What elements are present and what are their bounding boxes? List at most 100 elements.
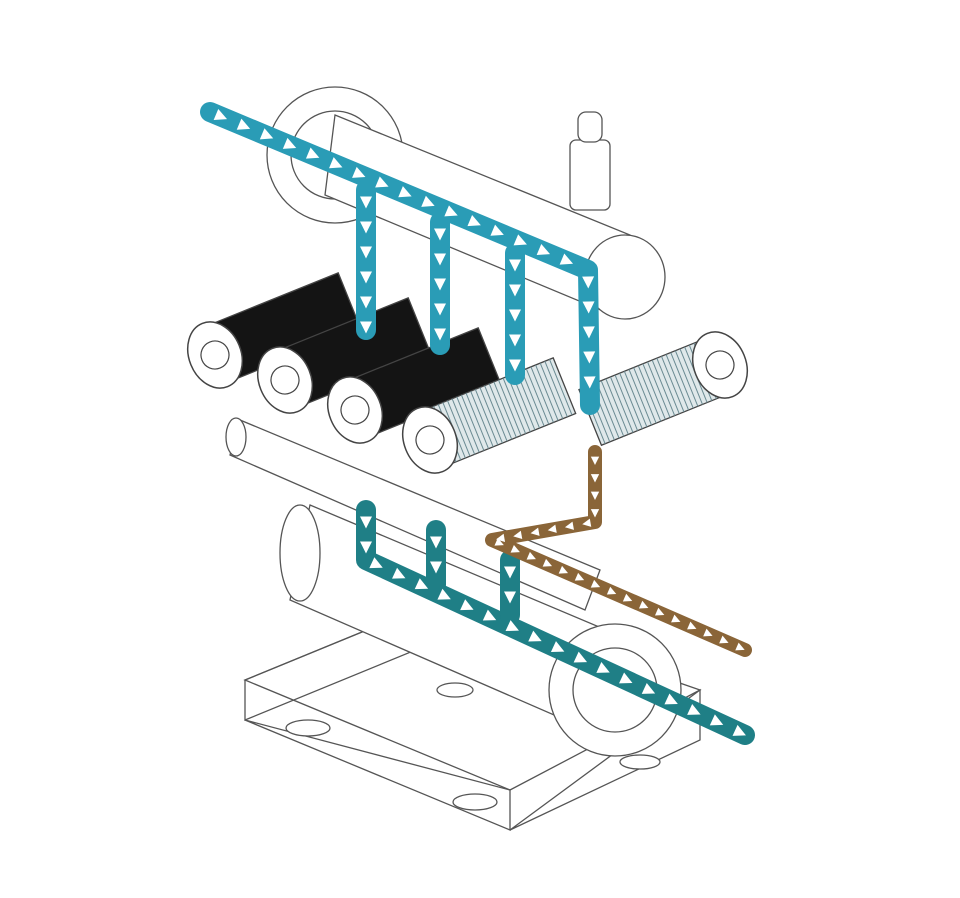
- outlet-flow: [356, 500, 755, 745]
- flow-arrow-icon: [360, 321, 372, 334]
- flow-arrow-icon: [547, 524, 557, 533]
- flow-arrow-icon: [369, 557, 383, 569]
- flow-arrow-icon: [504, 591, 516, 604]
- flow-arrow-icon: [236, 118, 251, 130]
- flow-arrow-icon: [434, 303, 446, 316]
- flow-arrow-icon: [703, 628, 713, 637]
- flow-arrow-icon: [434, 328, 446, 341]
- flow-arrow-icon: [282, 137, 297, 149]
- filter-cap-hub: [340, 395, 370, 425]
- flow-arrow-icon: [671, 614, 681, 623]
- inlet-flow: [200, 102, 600, 415]
- flow-arrow-icon: [490, 224, 504, 236]
- flow-arrow-icon: [582, 301, 595, 314]
- flow-arrow-icon: [505, 620, 519, 632]
- flow-arrow-icon: [590, 509, 600, 518]
- flow-arrow-icon: [430, 561, 442, 574]
- filter-cap: [401, 406, 459, 474]
- flow-arrow-icon: [654, 607, 665, 616]
- flow-arrow-icon: [360, 196, 372, 209]
- flow-arrow-icon: [482, 609, 497, 621]
- flow-arrow-icon: [434, 253, 446, 266]
- flow-arrow-icon: [574, 572, 585, 581]
- flow-arrow-icon: [709, 714, 724, 726]
- flow-arrow-icon: [582, 518, 592, 527]
- flow-arrow-icon: [414, 578, 429, 590]
- flow-arrow-icon: [510, 544, 520, 553]
- flow-arrow-icon: [687, 704, 701, 715]
- filter-cap: [186, 321, 244, 389]
- flow-arrow-icon: [526, 551, 536, 560]
- flow-arrow-icon: [509, 259, 521, 272]
- filter-cap-hub: [415, 425, 445, 455]
- flow-arrow-icon: [641, 683, 656, 694]
- flow-arrow-icon: [509, 359, 521, 372]
- flow-arrow-icon: [259, 128, 274, 140]
- flow-arrow-icon: [444, 205, 458, 217]
- flow-arrow-icon: [590, 579, 601, 588]
- flow-arrow-icon: [437, 588, 451, 600]
- flow-arrow-icon: [509, 334, 521, 347]
- flow-arrow-icon: [582, 326, 595, 339]
- filter-unit: [401, 357, 577, 474]
- flow-arrow-icon: [735, 642, 745, 651]
- filter-cap: [691, 331, 749, 399]
- flow-line: [485, 445, 752, 657]
- filter-unit: [186, 272, 362, 389]
- flow-arrow-icon: [596, 662, 610, 673]
- flow-arrow-icon: [583, 351, 596, 364]
- flow-arrow-icon: [582, 276, 595, 289]
- flow-arrow-icon: [509, 284, 521, 297]
- flow-arrow-icon: [360, 516, 372, 529]
- filters: [186, 272, 749, 474]
- flow-arrow-icon: [573, 651, 588, 663]
- flow-arrow-icon: [536, 243, 551, 256]
- backflush-flow: [485, 445, 752, 657]
- flow-arrow-icon: [360, 221, 372, 234]
- flow-arrow-icon: [434, 278, 446, 291]
- flow-arrow-icon: [564, 521, 574, 530]
- flow-arrow-icon: [530, 527, 540, 536]
- filter-cap-hub: [200, 340, 230, 370]
- flow-arrow-icon: [421, 195, 435, 207]
- flow-arrow-icon: [619, 672, 633, 684]
- filter-unit: [578, 331, 749, 447]
- flow-arrow-icon: [392, 567, 406, 579]
- flow-arrow-icon: [467, 215, 481, 227]
- flow-arrow-icon: [398, 186, 412, 198]
- flow-arrow-icon: [542, 558, 553, 567]
- flow-arrow-icon: [513, 234, 527, 246]
- flow-arrow-icon: [606, 586, 617, 595]
- flow-arrow-icon: [590, 474, 600, 483]
- filter-unit: [326, 327, 502, 444]
- flow-arrow-icon: [494, 537, 504, 546]
- flow-arrow-icon: [360, 271, 372, 284]
- flow-arrow-icon: [732, 724, 746, 736]
- flow-arrow-icon: [360, 541, 372, 554]
- flow-arrow-icon: [213, 108, 228, 121]
- flow-arrow-icon: [590, 491, 600, 500]
- flow-arrow-icon: [664, 693, 678, 705]
- flow-paths: [200, 102, 755, 745]
- flow-arrow-icon: [719, 635, 729, 644]
- flow-arrow-icon: [360, 296, 372, 309]
- filter-cap: [326, 376, 384, 444]
- flow-arrow-icon: [375, 176, 389, 188]
- flow-arrow-icon: [590, 456, 600, 465]
- filter-cap: [256, 346, 314, 414]
- flow-arrow-icon: [460, 599, 474, 611]
- flow-arrow-icon: [329, 157, 343, 169]
- flow-arrow-icon: [528, 630, 542, 642]
- flow-arrow-icon: [352, 166, 366, 178]
- flow-arrow-icon: [434, 228, 446, 241]
- flow-arrow-icon: [430, 536, 442, 549]
- flow-arrow-icon: [583, 376, 596, 389]
- flow-arrow-icon: [558, 565, 569, 574]
- flow-arrow-icon: [513, 530, 523, 540]
- flow-arrow-icon: [687, 621, 697, 630]
- air-valve: [569, 139, 611, 211]
- flow-arrow-icon: [504, 566, 516, 579]
- flow-arrow-icon: [638, 600, 649, 609]
- flow-arrow-icon: [550, 641, 565, 653]
